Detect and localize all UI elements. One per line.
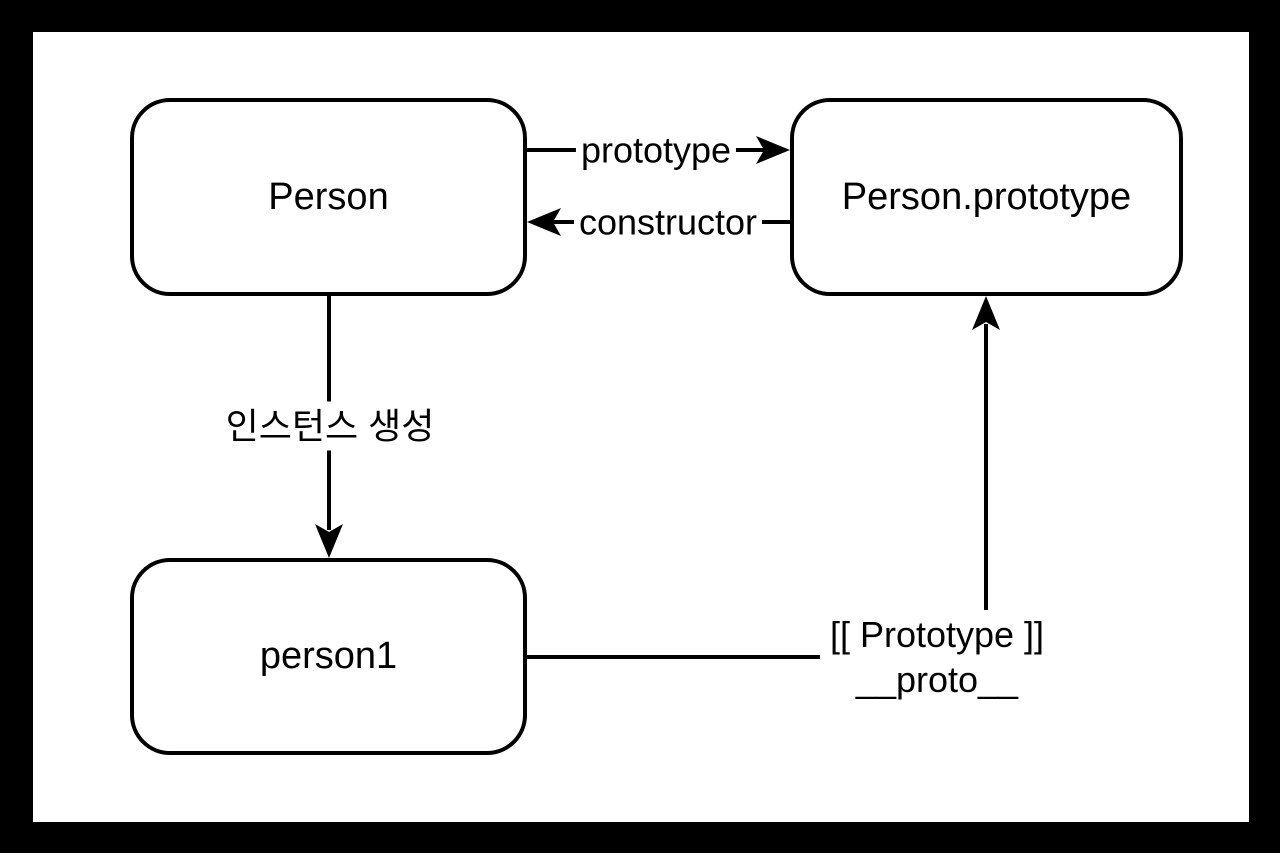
node-person-prototype-label: Person.prototype [841, 175, 1132, 218]
node-person1-label: person1 [259, 635, 398, 677]
arrowhead-constructor-left-icon [527, 208, 561, 236]
node-person: Person [130, 98, 527, 296]
edge-label-prototype: prototype [575, 125, 737, 175]
edge-label-proto-line1: [[ Prototype ]] [829, 614, 1045, 655]
node-person-prototype: Person.prototype [790, 98, 1183, 296]
node-person1: person1 [130, 558, 527, 755]
edge-label-instance-creation: 인스턴스 생성 [220, 401, 440, 451]
arrowhead-prototype-right-icon [756, 136, 790, 164]
arrowhead-proto-up-icon [972, 296, 1000, 330]
edge-label-proto-line2: __proto__ [855, 659, 1019, 700]
edge-proto-line [527, 324, 988, 659]
edge-label-constructor: constructor [573, 197, 763, 247]
node-person-label: Person [268, 175, 389, 218]
edge-label-proto: [[ Prototype ]] __proto__ [819, 610, 1055, 704]
arrowhead-instance-down-icon [315, 524, 343, 558]
